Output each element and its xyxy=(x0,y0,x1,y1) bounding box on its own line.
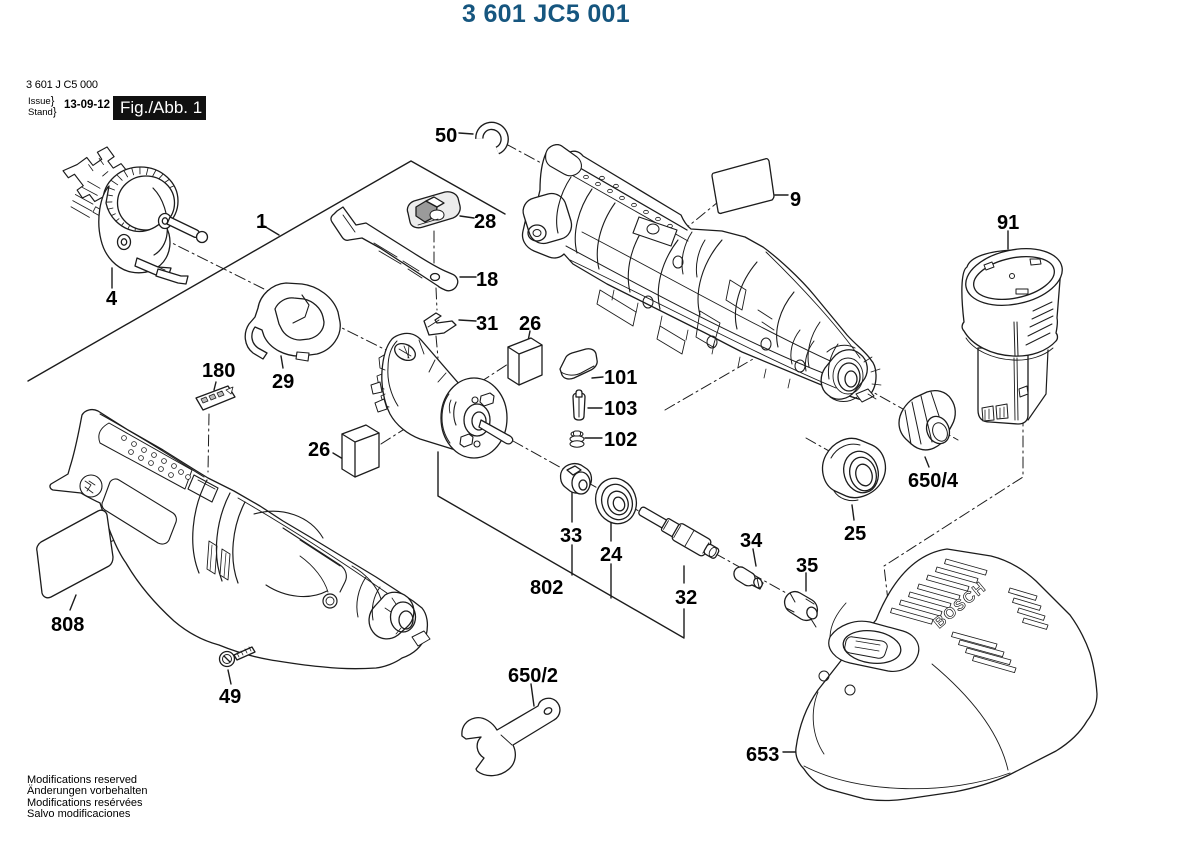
svg-text:180: 180 xyxy=(202,360,235,382)
svg-text:26: 26 xyxy=(519,313,541,335)
svg-text:31: 31 xyxy=(476,313,498,335)
svg-text:24: 24 xyxy=(600,544,623,566)
svg-text:33: 33 xyxy=(560,525,582,547)
svg-text:103: 103 xyxy=(604,398,637,420)
svg-text:1: 1 xyxy=(256,211,267,233)
svg-text:26: 26 xyxy=(308,439,330,461)
svg-text:29: 29 xyxy=(272,371,294,393)
svg-text:49: 49 xyxy=(219,686,241,708)
svg-text:650/2: 650/2 xyxy=(508,665,558,687)
svg-text:101: 101 xyxy=(604,367,637,389)
svg-text:102: 102 xyxy=(604,429,637,451)
svg-text:653: 653 xyxy=(746,744,779,766)
svg-text:802: 802 xyxy=(530,577,563,599)
svg-text:650/4: 650/4 xyxy=(908,470,959,492)
svg-text:91: 91 xyxy=(997,212,1019,234)
svg-text:808: 808 xyxy=(51,614,84,636)
svg-text:18: 18 xyxy=(476,269,498,291)
svg-text:32: 32 xyxy=(675,587,697,609)
svg-text:4: 4 xyxy=(106,288,118,310)
svg-text:28: 28 xyxy=(474,211,496,233)
svg-text:34: 34 xyxy=(740,530,763,552)
svg-text:25: 25 xyxy=(844,523,866,545)
svg-text:50: 50 xyxy=(435,125,457,147)
svg-text:35: 35 xyxy=(796,555,818,577)
svg-text:9: 9 xyxy=(790,189,801,211)
